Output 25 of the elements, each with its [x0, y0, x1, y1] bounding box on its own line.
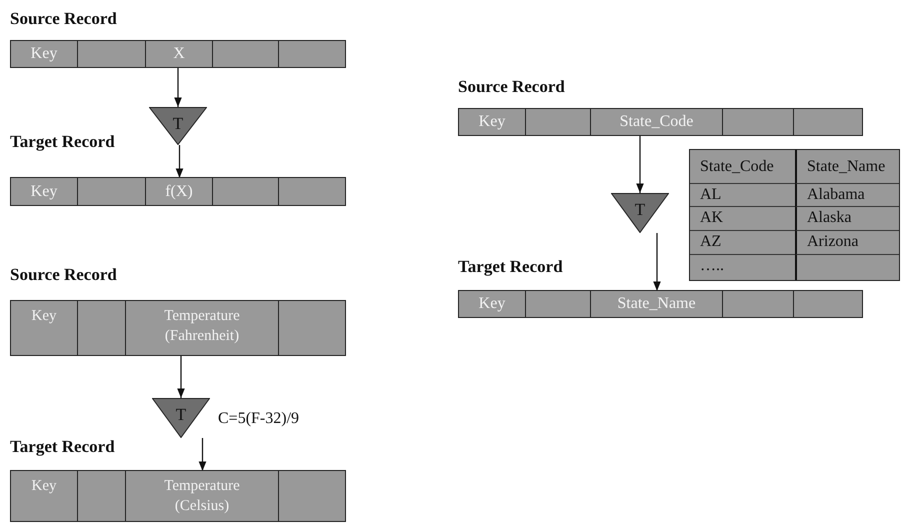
record-title: Source Record: [10, 8, 117, 30]
transform-triangle: T: [149, 107, 207, 145]
table-cell: State_Name: [795, 150, 899, 184]
record-title: Target Record: [10, 436, 115, 458]
transform-triangle: T: [152, 398, 210, 438]
table-cell: AL: [690, 184, 795, 207]
arrow: [174, 67, 182, 107]
arrow: [177, 355, 185, 398]
transform-triangle: T: [611, 193, 669, 233]
table-cell: AK: [690, 207, 795, 231]
table-cell-text: …..: [699, 256, 725, 276]
table-cell: AZ: [690, 231, 795, 255]
arrow: [198, 438, 206, 471]
table-cell: Arizona: [795, 231, 899, 255]
arrow: [636, 135, 644, 193]
formula-text: C=5(F-32)/9: [218, 410, 300, 428]
table-cell: Alaska: [795, 207, 899, 231]
arrow: [176, 145, 184, 178]
table-cell: State_Code: [690, 150, 795, 184]
record-title: Source Record: [458, 76, 565, 98]
arrow: [653, 233, 661, 291]
record-title: Target Record: [10, 131, 115, 153]
record-title: Source Record: [10, 264, 117, 286]
record-title: Target Record: [458, 256, 563, 278]
table-cell: Alabama: [795, 184, 899, 207]
